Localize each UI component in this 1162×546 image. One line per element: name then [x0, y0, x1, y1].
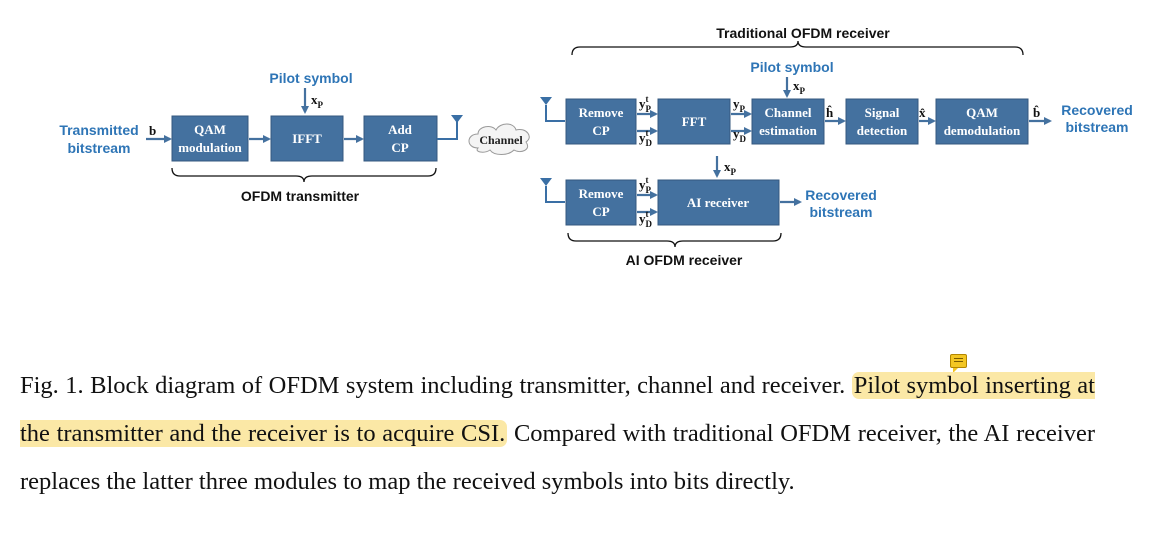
traditional-output-label1: Recovered [1061, 102, 1133, 118]
ai-output-label2: bitstream [809, 204, 872, 220]
traditional-receiver-title: Traditional OFDM receiver [716, 25, 890, 41]
traditional-receiver-brace [571, 40, 1024, 56]
transmitter-brace [171, 167, 437, 183]
signal-detection-label1: Signal [865, 105, 900, 120]
tx-pilot-symbol: xP [311, 92, 324, 110]
symbol-b-hat: b̂ [1033, 105, 1040, 120]
channel-estimation-label2: estimation [759, 123, 818, 138]
tx-antenna-icon [451, 115, 463, 123]
ifft-label: IFFT [292, 131, 322, 146]
remove-cp-label2: CP [592, 123, 609, 138]
channel-label: Channel [479, 133, 523, 147]
qam-modulation-block [171, 115, 249, 162]
ai-rx-antenna-feed [545, 186, 565, 203]
ai-receiver-label: AI receiver [687, 195, 749, 210]
add-cp-block [363, 115, 438, 162]
caption-text-part2: Compared with traditional OFDM receiver,… [20, 420, 1095, 495]
add-cp-label2: CP [391, 140, 408, 155]
fft-block [657, 98, 731, 145]
symbol-h-hat: ĥ [826, 105, 834, 120]
symbol-x-hat: x̂ [919, 105, 926, 120]
channel-estimation-block [751, 98, 825, 145]
qam-demodulation-label2: demodulation [944, 123, 1021, 138]
symbol-yp: yP [733, 96, 746, 114]
figure-caption: Fig. 1. Block diagram of OFDM system inc… [20, 362, 1095, 506]
qam-modulation-label2: modulation [178, 140, 242, 155]
cloud-icon [468, 123, 530, 155]
caption-text-part1: Fig. 1. Block diagram of OFDM system inc… [20, 372, 852, 399]
ai-output-label1: Recovered [805, 187, 877, 203]
qam-demodulation-block [935, 98, 1029, 145]
ai-receiver-block [657, 179, 780, 226]
ifft-block [270, 115, 344, 162]
signal-detection-block [845, 98, 919, 145]
add-cp-label1: Add [388, 122, 413, 137]
tx-antenna-feed [437, 119, 458, 140]
ai-receiver-title: AI OFDM receiver [626, 252, 743, 268]
input-label-line2: bitstream [67, 140, 130, 156]
qam-demodulation-label1: QAM [966, 105, 998, 120]
rx-pilot-symbol: xP [793, 78, 806, 96]
rx-antenna-icon [540, 97, 552, 105]
rx-pilot-label: Pilot symbol [750, 59, 833, 75]
qam-modulation-label1: QAM [194, 122, 226, 137]
ai-rx-antenna-icon [540, 178, 552, 186]
comment-note-icon[interactable] [950, 354, 967, 373]
symbol-yd: yD [733, 126, 747, 144]
transmitter-section: Transmitted bitstream b QAM modulation P… [59, 70, 463, 204]
ai-remove-cp-label1: Remove [579, 186, 624, 201]
ai-remove-cp-label2: CP [592, 204, 609, 219]
ai-pilot-symbol: xP [724, 159, 737, 177]
remove-cp-label1: Remove [579, 105, 624, 120]
ofdm-block-diagram: Transmitted bitstream b QAM modulation P… [59, 25, 1133, 268]
rx-antenna-feed [545, 105, 565, 122]
traditional-output-label2: bitstream [1065, 119, 1128, 135]
ai-receiver-brace [567, 232, 782, 248]
input-symbol-b: b [149, 123, 156, 138]
ai-remove-cp-block [565, 179, 637, 226]
channel-section: Channel [468, 123, 530, 155]
transmitter-title: OFDM transmitter [241, 188, 360, 204]
signal-detection-label2: detection [857, 123, 908, 138]
tx-pilot-label: Pilot symbol [269, 70, 352, 86]
fft-label: FFT [682, 114, 707, 129]
channel-estimation-label1: Channel [765, 105, 812, 120]
input-label-line1: Transmitted [59, 122, 138, 138]
remove-cp-block [565, 98, 637, 145]
